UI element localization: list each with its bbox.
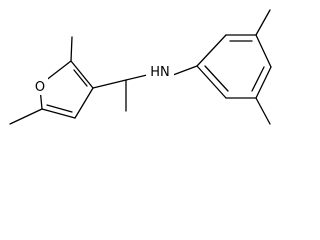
bond-c5-methyl bbox=[9, 108, 43, 125]
bond-b4-b5-inner bbox=[251, 66, 265, 92]
amine-atom: HN bbox=[146, 63, 174, 80]
bond-o-c2 bbox=[44, 60, 72, 82]
amine-label: HN bbox=[150, 65, 170, 80]
bond-c4-c5 bbox=[41, 108, 76, 119]
bond-b3-b4 bbox=[255, 34, 272, 68]
bond-n-aryl bbox=[172, 65, 198, 76]
bond-b3-methyl bbox=[255, 9, 271, 36]
bond-ch-n bbox=[125, 74, 148, 81]
bond-c2-c3 bbox=[70, 60, 94, 89]
bond-c2-c3-inner bbox=[73, 69, 88, 87]
bond-c3-ch bbox=[92, 79, 127, 89]
bond-b4-b5 bbox=[255, 66, 272, 99]
bond-c3-c4 bbox=[74, 87, 94, 119]
oxygen-label: O bbox=[35, 80, 45, 95]
molecule-structure: O HN bbox=[9, 9, 272, 125]
benzene-ring bbox=[196, 34, 272, 99]
bond-c4-c5-inner bbox=[46, 104, 73, 113]
oxygen-atom: O bbox=[32, 78, 48, 95]
bond-b1-b2 bbox=[196, 34, 227, 67]
bond-b6-b1 bbox=[196, 65, 227, 99]
bond-b5-methyl bbox=[255, 97, 271, 125]
bond-b6-b1-inner bbox=[204, 65, 229, 92]
bond-c2-methyl bbox=[70, 36, 73, 62]
furan-ring bbox=[39, 60, 94, 119]
